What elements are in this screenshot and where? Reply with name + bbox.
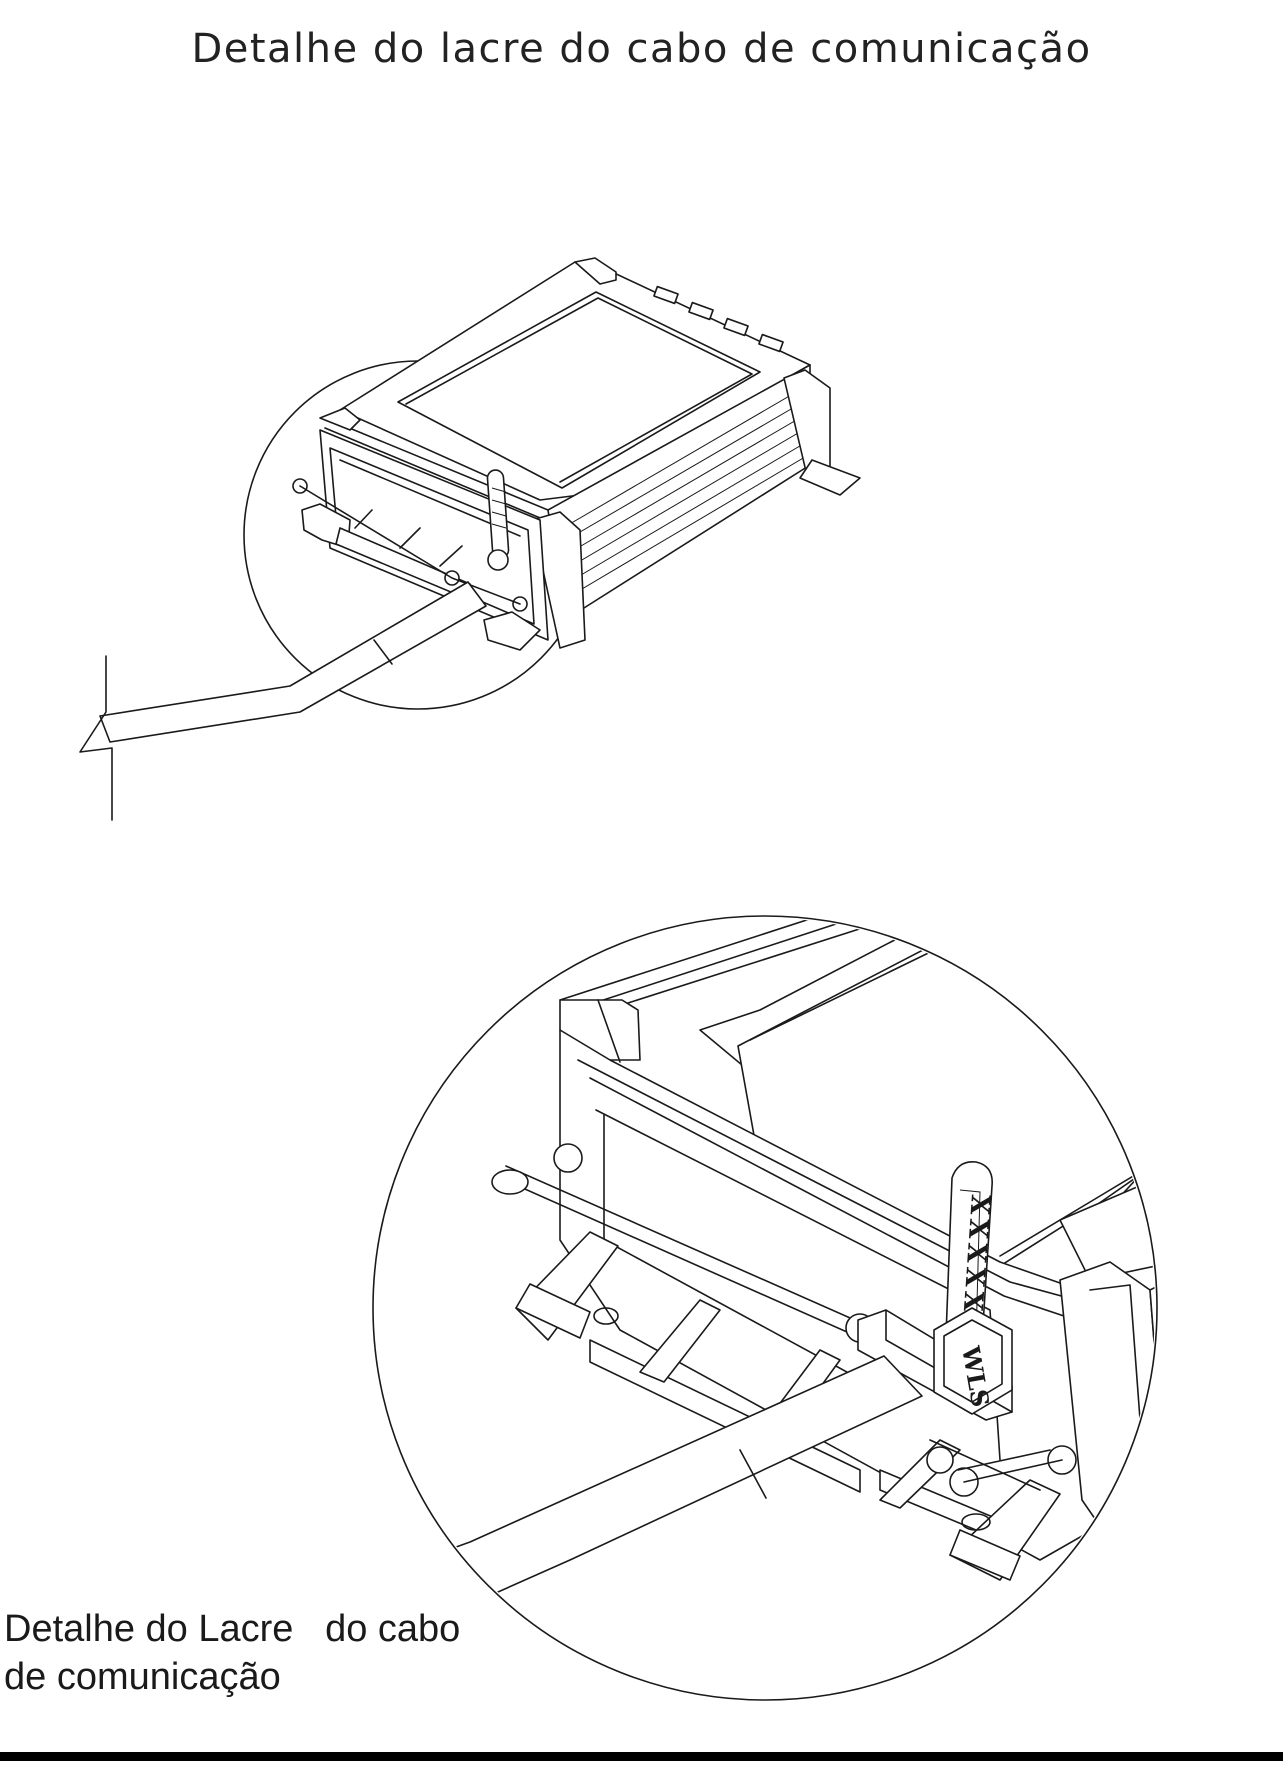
seal-head: WLS: [933, 1307, 1013, 1415]
page-title: Detalhe do lacre do cabo de comunicação: [191, 26, 1092, 72]
bottom-rule: [0, 1752, 1283, 1761]
seal-strap: XXXXX: [945, 1161, 995, 1341]
detail-circle: [372, 915, 1158, 1701]
detail-caption: Detalhe do Lacre do cabo de comunicação: [4, 1608, 461, 1698]
device-overview: [79, 257, 861, 821]
seal-detail-enlarged: XXXXX WLS: [372, 915, 1158, 1701]
